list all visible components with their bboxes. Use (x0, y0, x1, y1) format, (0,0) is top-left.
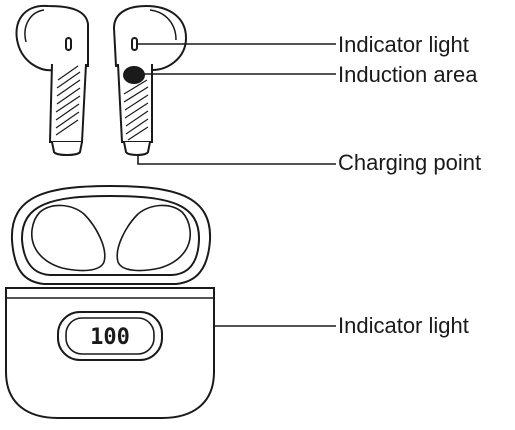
case-lid (10, 184, 212, 285)
leader-lines (137, 43, 336, 327)
right-earbud (112, 4, 188, 156)
label-indicator-light-case: Indicator light (338, 313, 469, 338)
left-earbud (15, 4, 89, 156)
case-display-value: 100 (90, 325, 130, 350)
case-cavity-right (116, 204, 191, 272)
label-charging-point: Charging point (338, 150, 482, 175)
charging-case (5, 184, 215, 419)
label-induction-area: Induction area (338, 62, 478, 87)
induction-area-dot (123, 66, 145, 84)
left-indicator-slot (65, 37, 72, 51)
case-cavity-left (31, 204, 106, 272)
left-stem-hatching (55, 65, 81, 136)
right-stem-hatching (123, 79, 149, 141)
case-display-inner (65, 317, 155, 355)
case-display-outer (57, 311, 163, 361)
leader-charging-point (137, 154, 336, 165)
label-indicator-light-earbud: Indicator light (338, 32, 469, 57)
